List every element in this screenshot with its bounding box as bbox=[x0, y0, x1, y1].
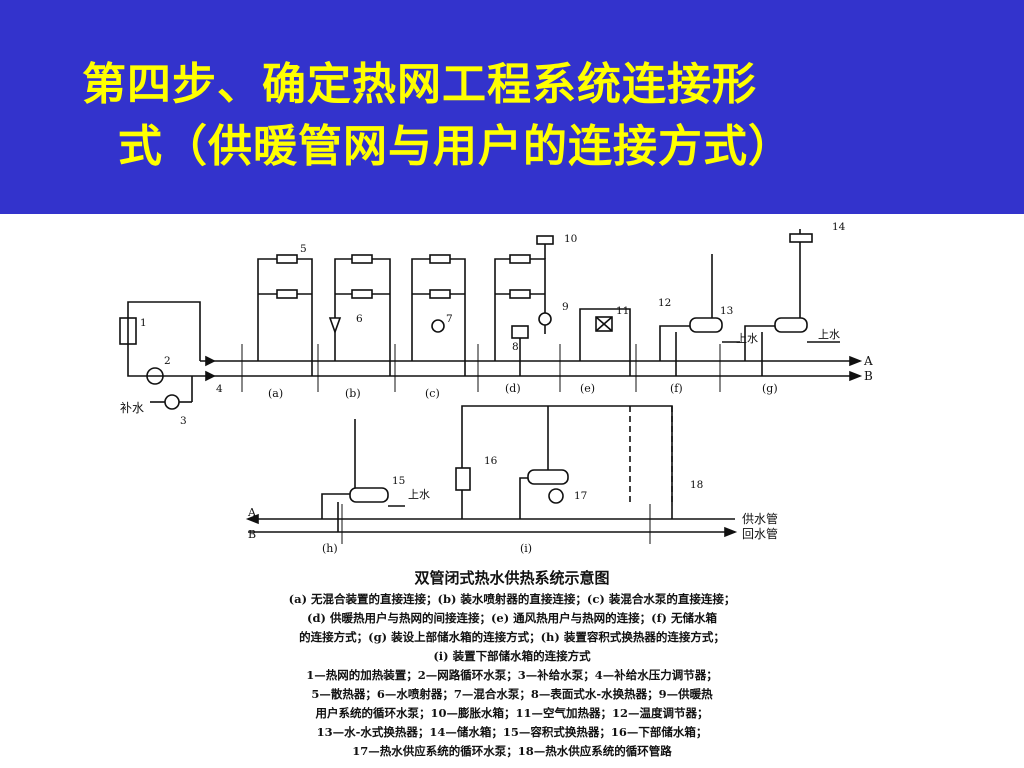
user-b bbox=[328, 254, 391, 376]
number-11: 11 bbox=[616, 305, 629, 317]
legend-line-7: 用户系统的循环水泵；10—膨胀水箱；11—空气加热器；12—温度调节器； bbox=[315, 706, 709, 720]
heating-device bbox=[119, 317, 137, 345]
user-d bbox=[494, 235, 554, 376]
legend-line-8: 13—水-水式换热器；14—储水箱；15—容积式换热器；16—下部储水箱； bbox=[316, 725, 708, 739]
section-label-d: (d) bbox=[505, 382, 521, 395]
number-18: 18 bbox=[690, 479, 703, 491]
supply-pipe-label: 供水管 bbox=[742, 511, 778, 526]
user-c bbox=[411, 254, 466, 376]
pipe-b-label-bottom: B bbox=[248, 528, 256, 541]
makeup-pump bbox=[164, 394, 180, 410]
diagram-caption-title: 双管闭式热水供热系统示意图 bbox=[414, 569, 610, 587]
legend-line-3: 的连接方式；(g) 装设上部储水箱的连接方式；(h) 装置容积式换热器的连接方式… bbox=[299, 630, 725, 644]
section-label-e: (e) bbox=[580, 382, 595, 395]
number-2: 2 bbox=[164, 355, 171, 367]
user-h bbox=[321, 419, 405, 532]
user-i bbox=[455, 405, 673, 519]
makeup-water-label: 补水 bbox=[120, 401, 144, 415]
heating-network-diagram: A B 补水 bbox=[119, 221, 873, 555]
number-7: 7 bbox=[446, 313, 453, 325]
number-13: 13 bbox=[720, 305, 733, 317]
number-8: 8 bbox=[512, 341, 519, 353]
section-label-g: (g) bbox=[762, 382, 778, 395]
number-15: 15 bbox=[392, 475, 405, 487]
legend-line-9: 17—热水供应系统的循环水泵；18—热水供应系统的循环管路 bbox=[352, 744, 672, 758]
legend-line-4: (i) 装置下部储水箱的连接方式 bbox=[433, 649, 591, 663]
number-10: 10 bbox=[564, 233, 577, 245]
bottom-section-dividers bbox=[341, 504, 651, 544]
number-12: 12 bbox=[658, 297, 671, 309]
return-arrow bbox=[849, 370, 863, 382]
section-label-b: (b) bbox=[345, 387, 361, 400]
section-label-h: (h) bbox=[322, 542, 338, 555]
section-label-i: (i) bbox=[520, 542, 532, 555]
pipe-b-label: B bbox=[864, 369, 873, 383]
number-5: 5 bbox=[300, 243, 307, 255]
number-9: 9 bbox=[562, 301, 569, 313]
section-label-c: (c) bbox=[425, 387, 440, 400]
section-label-f: (f) bbox=[670, 382, 683, 395]
user-f bbox=[659, 254, 740, 376]
number-17: 17 bbox=[574, 490, 587, 502]
upper-water-label-3: 上水 bbox=[408, 488, 430, 501]
network-pump bbox=[146, 367, 164, 385]
upper-water-label-2: 上水 bbox=[818, 328, 840, 341]
number-3: 3 bbox=[180, 415, 187, 427]
legend-line-2: (d) 供暖热用户与热网的间接连接；(e) 通风热用户与热网的连接；(f) 无储… bbox=[307, 611, 717, 625]
number-1: 1 bbox=[140, 317, 147, 329]
section-label-a: (a) bbox=[268, 387, 283, 400]
legend-line-6: 5—散热器；6—水喷射器；7—混合水泵；8—表面式水-水换热器；9—供暖热 bbox=[311, 687, 713, 701]
slide-title-line-1: 第四步、确定热网工程系统连接形 bbox=[82, 59, 757, 110]
legend-line-5: 1—热网的加热装置；2—网路循环水泵；3—补给水泵；4—补给水压力调节器； bbox=[306, 668, 718, 682]
number-14: 14 bbox=[832, 221, 846, 233]
number-6: 6 bbox=[356, 313, 363, 325]
number-4: 4 bbox=[216, 383, 223, 395]
pipe-a-label-bottom: A bbox=[247, 506, 257, 519]
heat-source-loop bbox=[119, 301, 216, 410]
slide-header bbox=[0, 0, 1024, 214]
legend-line-1: (a) 无混合装置的直接连接；(b) 装水喷射器的直接连接；(c) 装混合水泵的… bbox=[288, 592, 736, 606]
user-g bbox=[744, 229, 840, 376]
section-dividers bbox=[241, 344, 721, 392]
user-e bbox=[579, 308, 631, 376]
slide-title-line-2: 式（供暖管网与用户的连接方式） bbox=[118, 121, 793, 172]
pipe-a-label: A bbox=[863, 354, 873, 368]
user-a bbox=[257, 254, 313, 376]
number-16: 16 bbox=[484, 455, 498, 467]
return-pipe-label: 回水管 bbox=[742, 526, 778, 541]
upper-water-label-1: 上水 bbox=[736, 332, 758, 345]
supply-arrow bbox=[849, 355, 863, 367]
